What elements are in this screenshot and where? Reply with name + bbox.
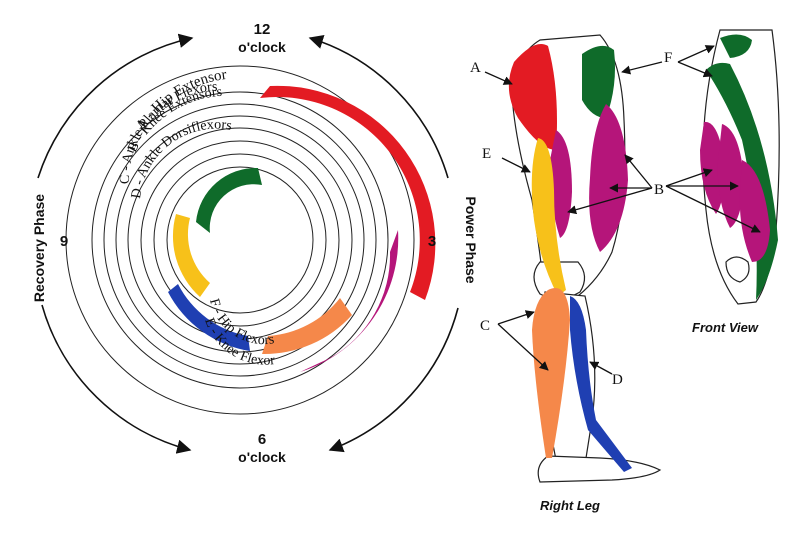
muscle-c-plantar-flexor xyxy=(532,288,570,458)
band-ankle-dorsiflexors xyxy=(172,214,210,297)
ring-4 xyxy=(115,115,365,365)
clock-12: 12 xyxy=(254,21,271,38)
clock-6-unit: o'clock xyxy=(238,449,286,465)
ring-5 xyxy=(127,127,353,353)
muscle-f-hip-flexor-side xyxy=(582,45,615,118)
power-phase-label: Power Phase xyxy=(463,196,479,283)
callout-c: C xyxy=(480,318,490,334)
callout-b-side: B xyxy=(654,182,664,198)
muscle-b-knee-extensor-side-1 xyxy=(549,130,572,238)
muscle-e-knee-flexor xyxy=(531,138,566,296)
arrow-bottom-right xyxy=(328,307,459,453)
callout-f: F xyxy=(664,50,672,66)
front-muscle-f-1 xyxy=(720,34,752,58)
front-muscle-b-3 xyxy=(739,160,770,262)
ring-8 xyxy=(166,166,314,314)
ring-3 xyxy=(103,103,377,377)
foot-outline xyxy=(537,455,662,483)
muscle-b-knee-extensor-side-2 xyxy=(589,104,628,252)
right-leg-label: Right Leg xyxy=(540,498,600,513)
front-muscle-b-2 xyxy=(717,124,744,228)
front-view-label: Front View xyxy=(692,320,759,335)
front-muscle-b-1 xyxy=(700,121,725,214)
ring-1 xyxy=(65,65,415,415)
muscle-a-hip-extensor xyxy=(508,44,557,150)
callout-a: A xyxy=(470,60,481,76)
clock-9: 9 xyxy=(60,233,68,250)
muscle-d-dorsiflexor xyxy=(570,296,632,472)
band-hip-flexors xyxy=(196,167,262,233)
ring-2 xyxy=(91,91,389,389)
band-hip-extensor xyxy=(260,85,436,300)
callout-d: D xyxy=(612,372,623,388)
band-knee-flexor xyxy=(168,284,250,351)
ring-7 xyxy=(153,153,327,327)
recovery-phase-label: Recovery Phase xyxy=(31,194,47,302)
arrow-top-right xyxy=(308,34,449,179)
band-ankle-plantar-flexors xyxy=(262,298,352,355)
callout-e: E xyxy=(482,146,491,162)
clock-3: 3 xyxy=(428,233,436,250)
clock-12-unit: o'clock xyxy=(238,39,286,55)
arrow-bottom-left xyxy=(41,304,192,454)
front-knee-outline xyxy=(725,256,750,283)
clock-6: 6 xyxy=(258,431,266,448)
band-knee-extensors xyxy=(300,230,399,372)
front-view: Front View xyxy=(665,29,780,335)
pedal-clock: A - Hip Extensor B - Knee Extensors C - … xyxy=(31,21,479,465)
right-leg-side-view: A E B C D F Right Leg xyxy=(470,34,672,513)
arrow-top-left xyxy=(37,33,194,179)
